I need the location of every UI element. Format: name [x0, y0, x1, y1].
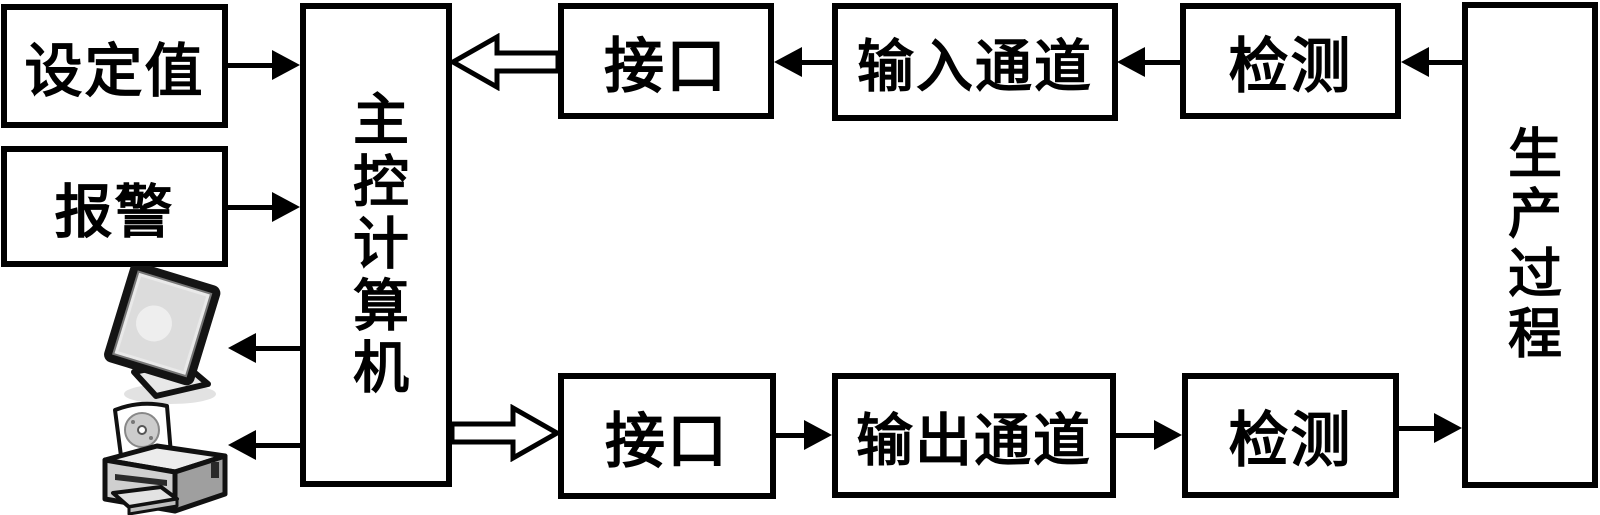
arrow-shaft — [1116, 432, 1154, 438]
arrow-output-channel-to-detection-bottom — [1116, 420, 1182, 450]
arrow-shaft — [1399, 425, 1434, 431]
arrow-shaft — [256, 345, 300, 351]
node-setpoint: 设定值 — [1, 4, 228, 128]
arrow-shaft — [802, 59, 832, 65]
node-input-channel: 输入通道 — [832, 3, 1118, 121]
arrowhead-right-icon — [1154, 420, 1182, 450]
hollow-arrow-interface-top-to-computer — [451, 33, 559, 91]
arrow-detection-bottom-to-process — [1399, 413, 1462, 443]
arrow-shaft — [228, 62, 272, 68]
arrowhead-left-icon — [774, 47, 802, 77]
node-interface-top: 接口 — [558, 3, 774, 119]
arrowhead-right-icon — [272, 192, 300, 222]
arrowhead-left-icon — [1401, 47, 1429, 77]
node-alarm: 报警 — [1, 146, 228, 267]
node-output-channel-label: 输出通道 — [856, 407, 1092, 474]
arrowhead-right-icon — [272, 50, 300, 80]
arrow-interface-bottom-to-output-channel — [776, 420, 832, 450]
node-interface-bottom: 接口 — [558, 373, 776, 499]
node-input-channel-label: 输入通道 — [857, 34, 1093, 100]
monitor-icon — [104, 266, 221, 404]
arrow-shaft — [228, 204, 272, 210]
node-interface-bottom-label: 接口 — [605, 406, 729, 477]
node-detection-top-label: 检测 — [1228, 31, 1353, 102]
arrow-shaft — [1429, 59, 1462, 65]
node-production-process: 生产过程 — [1462, 2, 1598, 488]
hollow-arrow-computer-to-interface-bottom — [451, 404, 559, 462]
node-alarm-label: 报警 — [54, 177, 175, 246]
arrow-shaft — [776, 432, 804, 438]
arrow-setpoint-to-computer — [228, 50, 300, 80]
node-detection-bottom: 检测 — [1182, 373, 1399, 498]
arrowhead-left-icon — [228, 333, 256, 363]
node-main-computer: 主控计算机 — [300, 3, 452, 487]
printer-icon — [102, 401, 228, 515]
node-detection-top: 检测 — [1180, 3, 1401, 119]
arrow-alarm-to-computer — [228, 192, 300, 222]
arrowhead-left-icon — [228, 430, 256, 460]
arrow-computer-to-monitor — [228, 333, 300, 363]
arrowhead-left-icon — [1117, 47, 1145, 77]
node-setpoint-label: 设定值 — [24, 37, 205, 105]
arrow-process-to-detection-top — [1401, 47, 1462, 77]
arrowhead-right-icon — [1434, 413, 1462, 443]
arrow-shaft — [1145, 59, 1180, 65]
node-detection-bottom-label: 检测 — [1228, 406, 1353, 476]
arrow-input-channel-to-interface-top — [774, 47, 832, 77]
arrow-computer-to-printer — [228, 430, 300, 460]
node-output-channel: 输出通道 — [832, 373, 1116, 498]
arrow-shaft — [256, 442, 300, 448]
arrow-detection-top-to-input-channel — [1117, 47, 1180, 77]
node-interface-top-label: 接口 — [604, 31, 728, 102]
arrowhead-right-icon — [804, 420, 832, 450]
node-production-process-label: 生产过程 — [1498, 125, 1562, 365]
node-main-computer-label: 主控计算机 — [343, 90, 409, 400]
